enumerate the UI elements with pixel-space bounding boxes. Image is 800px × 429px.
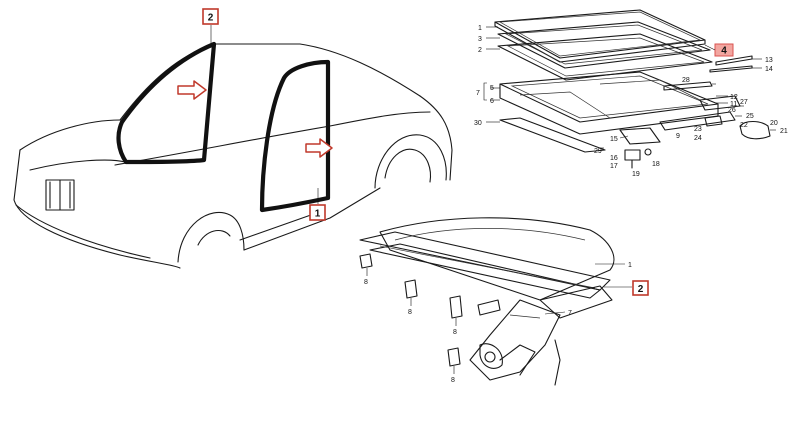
label-18: 18 bbox=[652, 161, 660, 168]
callout-door-label: 1 bbox=[315, 209, 321, 220]
label-27: 27 bbox=[740, 99, 748, 106]
label-5: 5 bbox=[490, 85, 494, 92]
label-24: 24 bbox=[694, 135, 702, 142]
label-11: 11 bbox=[730, 101, 737, 108]
roof-label-8a: 8 bbox=[364, 279, 368, 286]
callout-roof-rail bbox=[632, 280, 649, 296]
roof-label-1: 1 bbox=[628, 262, 632, 269]
roof-label-8b: 8 bbox=[408, 309, 412, 316]
label-29: 29 bbox=[594, 148, 602, 155]
car-illustration: 2 1 bbox=[13, 8, 453, 269]
callout-windshield-label: 2 bbox=[208, 13, 214, 24]
callout-door bbox=[309, 204, 326, 221]
windshield-arrow-icon bbox=[177, 80, 207, 100]
callout-roof-rail-label: 2 bbox=[638, 284, 644, 295]
label-7: 7 bbox=[476, 90, 480, 97]
label-6: 6 bbox=[490, 98, 494, 105]
label-1: 1 bbox=[478, 25, 482, 32]
label-14: 14 bbox=[765, 66, 773, 73]
label-12: 12 bbox=[730, 94, 738, 101]
label-3: 3 bbox=[478, 36, 482, 43]
roof-rail-detail: 2 1 7 8 8 8 8 bbox=[359, 217, 649, 386]
windshield-seal bbox=[116, 41, 217, 165]
label-17: 17 bbox=[610, 163, 618, 170]
label-21: 21 bbox=[780, 128, 788, 135]
label-26: 26 bbox=[728, 107, 736, 114]
roof-label-8c: 8 bbox=[453, 329, 457, 336]
label-20: 20 bbox=[770, 120, 778, 127]
label-19: 19 bbox=[632, 171, 640, 178]
label-2: 2 bbox=[478, 47, 482, 54]
label-16: 16 bbox=[610, 155, 618, 162]
roof-label-8d: 8 bbox=[451, 377, 455, 384]
door-seal bbox=[259, 59, 331, 213]
label-9: 9 bbox=[676, 133, 680, 140]
roof-label-7: 7 bbox=[568, 310, 572, 317]
callout-windshield bbox=[202, 8, 219, 25]
callout-sunroof-panel-label: 4 bbox=[721, 46, 727, 57]
label-13: 13 bbox=[765, 57, 773, 64]
label-15: 15 bbox=[610, 136, 618, 143]
label-23: 23 bbox=[694, 126, 702, 133]
label-22: 22 bbox=[740, 122, 748, 129]
label-25: 25 bbox=[746, 113, 754, 120]
label-30: 30 bbox=[474, 120, 482, 127]
sunroof-exploded-view: 4 1 3 2 13 14 28 12 11 5 7 6 26 27 25 bbox=[474, 9, 788, 178]
label-28: 28 bbox=[682, 77, 690, 84]
door-arrow-icon bbox=[305, 138, 333, 158]
